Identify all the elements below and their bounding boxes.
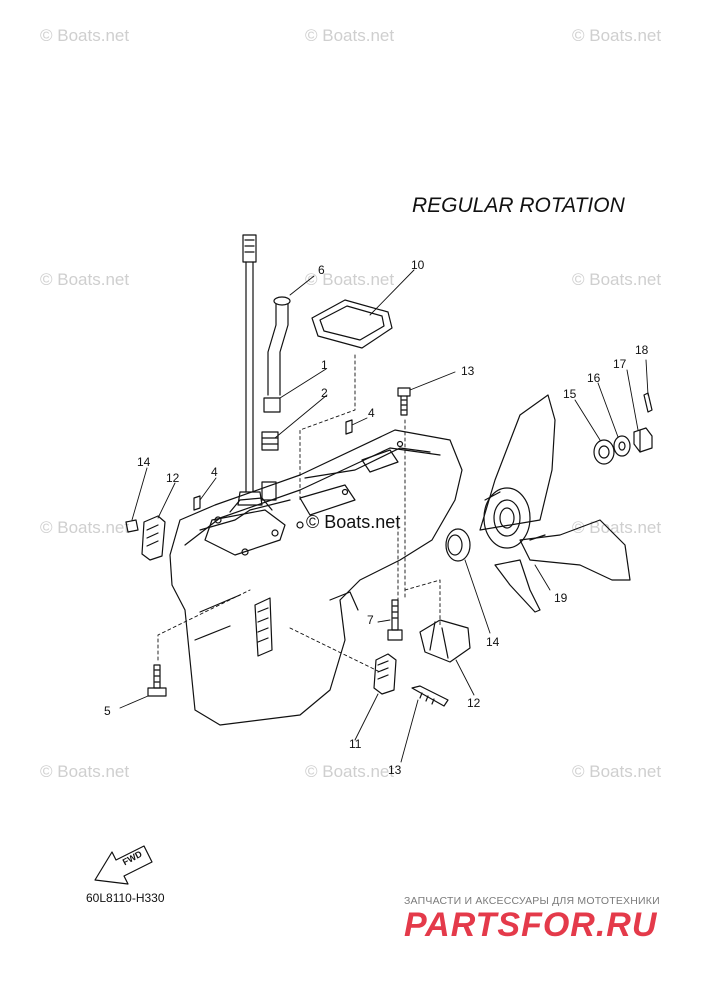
callout-9: 12 [166, 471, 180, 485]
callout-5: 5 [104, 704, 111, 718]
watermark-10: © Boats.net [305, 762, 395, 781]
callout-4-upper: 4 [368, 406, 375, 420]
callout-4-lower: 4 [211, 465, 218, 479]
trim-tab [419, 619, 471, 663]
callout-19: 19 [554, 591, 568, 605]
diagram-code: 60L8110-H330 [86, 891, 165, 905]
bolt-6 [387, 599, 403, 641]
callout-16: 16 [587, 371, 601, 385]
watermark-7: © Boats.net [40, 518, 130, 537]
gasket [311, 299, 393, 349]
washer-16 [613, 435, 631, 457]
callout-7: 10 [411, 258, 425, 272]
dowel-pin-lower [193, 495, 201, 511]
bolt-5 [147, 664, 167, 697]
leader-lines [119, 269, 649, 763]
watermark-9: © Boats.net [40, 762, 130, 781]
propeller [479, 394, 631, 613]
watermark-11: © Boats.net [572, 762, 662, 781]
callout-3: 6 [318, 263, 325, 277]
watermark-2: © Boats.net [305, 26, 395, 45]
watermark-5: © Boats.net [305, 270, 395, 289]
watermark-1: © Boats.net [40, 26, 130, 45]
brand-subtitle: ЗАПЧАСТИ И АКСЕССУАРЫ ДЛЯ МОТОТЕХНИКИ [404, 895, 660, 907]
drive-shaft [237, 234, 263, 506]
brand-logo[interactable]: PARTSFOR.RU [404, 906, 658, 944]
anode-9 [141, 515, 166, 561]
callout-2: 2 [321, 386, 328, 400]
callout-17: 17 [613, 357, 627, 371]
callout-8: 11 [349, 737, 362, 751]
callout-13: 13 [461, 364, 475, 378]
spacer-15 [593, 439, 615, 465]
nut-17 [633, 427, 653, 453]
water-tube [267, 296, 291, 396]
bolt-10 [411, 685, 449, 707]
callout-11: 14 [137, 455, 151, 469]
watermark-6: © Boats.net [572, 270, 662, 289]
bolt-13 [397, 387, 411, 416]
callout-1: 1 [321, 358, 328, 372]
lower-unit-housing [169, 429, 463, 726]
grommet-collar [261, 397, 281, 501]
nut-11 [125, 519, 139, 533]
fwd-arrow [94, 845, 153, 885]
callout-15: 15 [563, 387, 577, 401]
dowel-pin-upper [345, 419, 353, 435]
callout-10: 13 [388, 763, 402, 777]
callout-6: 7 [367, 613, 374, 627]
cotter-pin-18 [643, 392, 653, 413]
thrust-washer [445, 528, 471, 562]
anode-8 [373, 653, 397, 695]
callout-14: 14 [486, 635, 500, 649]
watermark-3: © Boats.net [572, 26, 662, 45]
center-watermark: © Boats.net [306, 512, 401, 532]
callout-18: 18 [635, 343, 649, 357]
watermark-4: © Boats.net [40, 270, 130, 289]
diagram-title: REGULAR ROTATION [412, 194, 625, 217]
callout-12: 12 [467, 696, 481, 710]
